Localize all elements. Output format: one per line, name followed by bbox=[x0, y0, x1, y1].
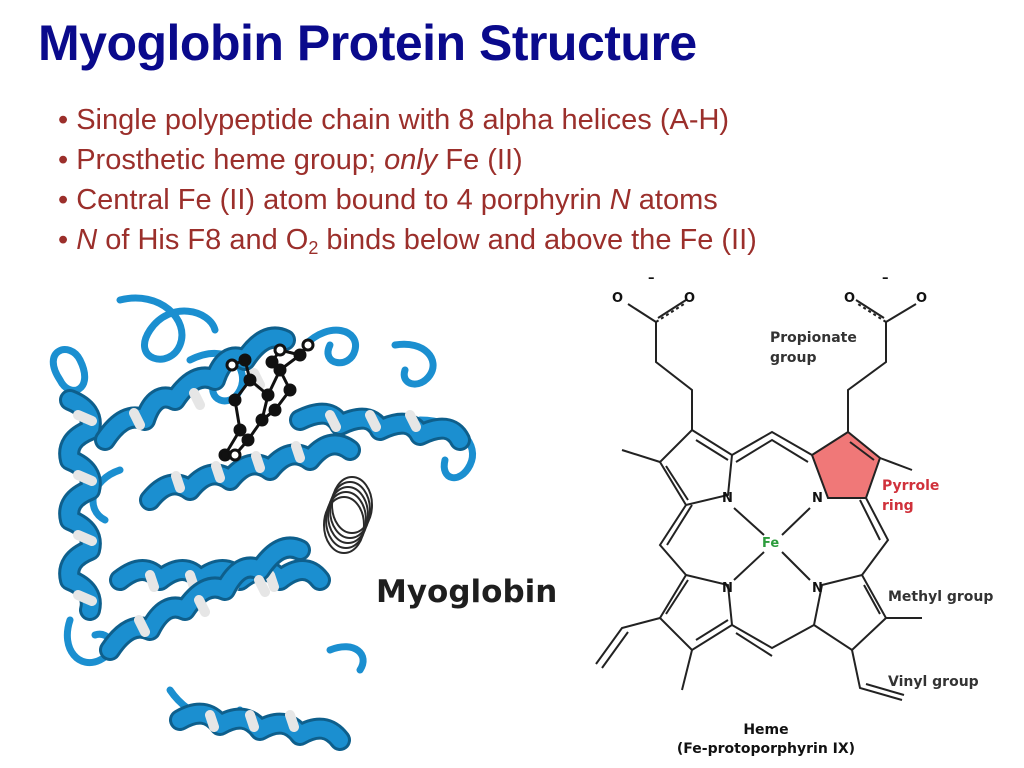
nitrogen-atom: N bbox=[812, 581, 823, 596]
pyrrole-label: Pyrrole bbox=[882, 478, 939, 494]
propionate-label: Propionate bbox=[770, 330, 857, 346]
pyrrole-ring-highlight bbox=[812, 432, 880, 498]
vinyl-label: Vinyl group bbox=[888, 674, 979, 690]
propionate-label: group bbox=[770, 350, 817, 366]
ribbon-loop bbox=[116, 294, 219, 363]
bullet-item: • N of His F8 and O2 binds below and abo… bbox=[58, 224, 757, 258]
oxygen-atom: O bbox=[612, 291, 623, 306]
oxygen-atom: O bbox=[844, 291, 855, 306]
heme-name: Heme bbox=[743, 722, 788, 738]
charge-sign: – bbox=[648, 271, 655, 286]
ribbon-loop bbox=[301, 326, 359, 367]
bullet-item: • Central Fe (II) atom bound to 4 porphy… bbox=[58, 184, 718, 216]
oxygen-atom: O bbox=[916, 291, 927, 306]
iron-atom: Fe bbox=[762, 536, 779, 551]
bullet-item: • Single polypeptide chain with 8 alpha … bbox=[58, 104, 730, 136]
bullet-item: • Prosthetic heme group; only Fe (II) bbox=[58, 144, 523, 176]
ribbon-loop bbox=[326, 643, 367, 674]
protein-label: Myoglobin bbox=[376, 574, 558, 610]
methyl-label: Methyl group bbox=[888, 589, 993, 605]
oxygen-atom: O bbox=[684, 291, 695, 306]
bullet-list: • Single polypeptide chain with 8 alpha … bbox=[58, 100, 757, 260]
ribbon-loop bbox=[391, 340, 437, 388]
charge-sign: – bbox=[882, 271, 889, 286]
nitrogen-atom: N bbox=[722, 491, 733, 506]
atom-labels: O O O O – – N N N N Fe bbox=[612, 271, 927, 596]
nitrogen-atom: N bbox=[812, 491, 823, 506]
nitrogen-atom: N bbox=[722, 581, 733, 596]
heme-formula: (Fe-protoporphyrin IX) bbox=[677, 741, 855, 757]
slide-title: Myoglobin Protein Structure bbox=[38, 15, 697, 71]
heme-ball-and-stick bbox=[218, 338, 315, 462]
helix-end-on bbox=[323, 476, 373, 554]
pyrrole-label: ring bbox=[882, 498, 914, 514]
